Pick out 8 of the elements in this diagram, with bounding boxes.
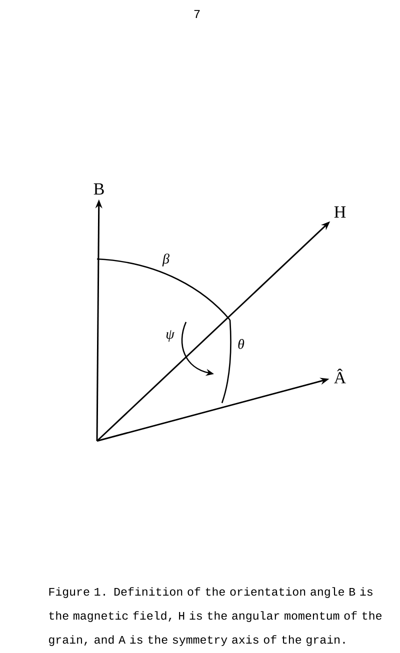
page-number: 7 <box>194 10 200 18</box>
angle-label: β <box>162 254 170 266</box>
vector-label: Â <box>334 368 346 384</box>
figure-caption: Figure 1. Definition of the orientation angle B is the magnetic field, H is the angular momentum of the grain, and A is the symmetry axis of the grain. <box>49 587 382 646</box>
angle-label: θ <box>238 339 244 349</box>
vector-label: H <box>334 206 346 218</box>
vector-label: B <box>94 183 104 195</box>
angle-label: ψ <box>166 330 175 342</box>
